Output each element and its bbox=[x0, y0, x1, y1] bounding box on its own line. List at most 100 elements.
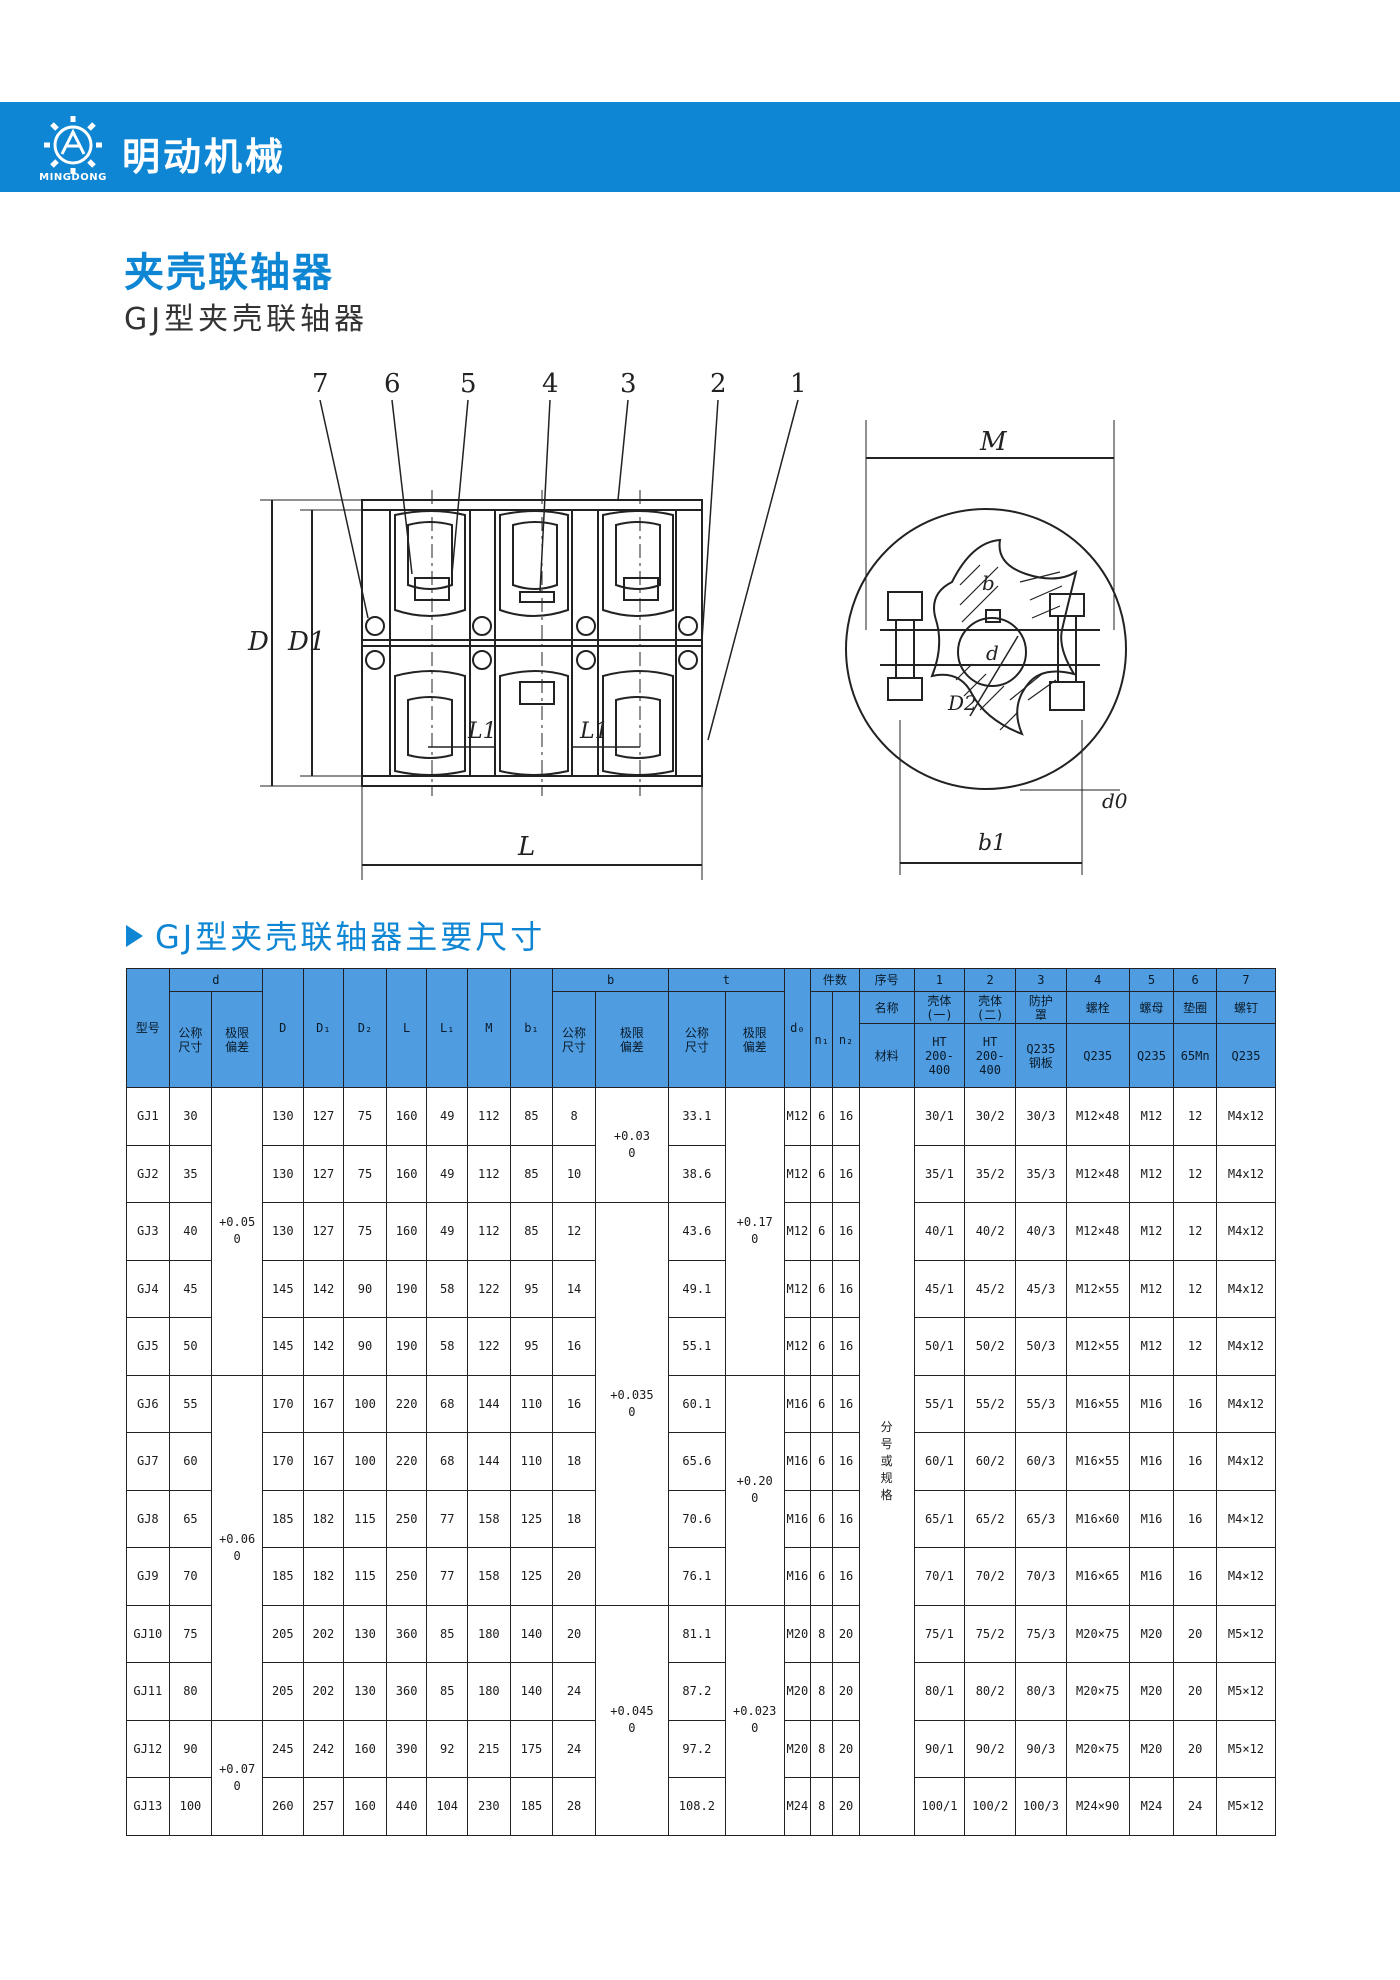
cell-d-nominal: 35 bbox=[168, 1144, 213, 1203]
header-D1: D₁ bbox=[302, 968, 345, 1088]
cell-b1: 110 bbox=[509, 1374, 554, 1433]
brand-name: 明动机械 bbox=[122, 135, 287, 179]
cell-D: 185 bbox=[262, 1489, 304, 1548]
cell-part-2: 90/2 bbox=[964, 1719, 1017, 1778]
cell-M: 158 bbox=[467, 1547, 511, 1606]
part-label-1: 1 bbox=[790, 369, 807, 399]
cell-part-5: M20 bbox=[1128, 1719, 1175, 1778]
cell-model: GJ7 bbox=[126, 1432, 170, 1491]
cell-L: 360 bbox=[385, 1604, 428, 1663]
cell-L1: 85 bbox=[426, 1662, 468, 1721]
dim-label-L: L bbox=[517, 832, 535, 862]
cell-part-4: M12×48 bbox=[1065, 1087, 1130, 1146]
cell-D2: 130 bbox=[343, 1662, 387, 1721]
cell-part-6: 24 bbox=[1173, 1777, 1217, 1836]
cell-model: GJ5 bbox=[126, 1317, 170, 1376]
cell-d-nominal: 65 bbox=[168, 1489, 213, 1548]
cell-part-7: M5×12 bbox=[1215, 1719, 1277, 1778]
cell-part-3: 90/3 bbox=[1015, 1719, 1067, 1778]
cell-b-nominal: 24 bbox=[552, 1662, 596, 1721]
cell-d0: M12 bbox=[783, 1202, 812, 1261]
cell-D1: 142 bbox=[302, 1259, 345, 1318]
cell-part-5: M16 bbox=[1128, 1432, 1175, 1491]
cell-n2: 20 bbox=[832, 1719, 860, 1778]
cell-M: 112 bbox=[467, 1144, 511, 1203]
cell-d-tolerance: +0.06 0 bbox=[211, 1374, 263, 1721]
cell-t-nominal: 55.1 bbox=[667, 1317, 726, 1376]
cell-part-2: 50/2 bbox=[964, 1317, 1017, 1376]
dimension-table: 型号 d D D₁ D₂ L L₁ M b₁ b t d₀ 件数 序号 1 2 … bbox=[126, 968, 1277, 1836]
header-name-5: 螺母 bbox=[1128, 991, 1175, 1024]
cell-d0: M12 bbox=[783, 1144, 812, 1203]
cell-part-7: M5×12 bbox=[1215, 1604, 1277, 1663]
part-label-5: 5 bbox=[460, 369, 477, 399]
header-b-tolerance: 极限 偏差 bbox=[594, 991, 669, 1088]
cell-b-tolerance: +0.035 0 bbox=[594, 1202, 669, 1606]
header-material: 材料 bbox=[858, 1023, 915, 1088]
cell-d0: M16 bbox=[783, 1374, 812, 1433]
cell-part-3: 40/3 bbox=[1015, 1202, 1067, 1261]
brand-header bbox=[0, 102, 1400, 192]
cell-model: GJ2 bbox=[126, 1144, 170, 1203]
cell-part-6: 20 bbox=[1173, 1604, 1217, 1663]
cell-model: GJ1 bbox=[126, 1087, 170, 1146]
cell-M: 215 bbox=[467, 1719, 511, 1778]
cell-D1: 257 bbox=[302, 1777, 345, 1836]
cell-part-7: M4x12 bbox=[1215, 1144, 1277, 1203]
cell-b-nominal: 20 bbox=[552, 1604, 596, 1663]
dim-label-M: M bbox=[979, 427, 1008, 457]
header-d-tolerance: 极限 偏差 bbox=[211, 991, 263, 1088]
part-label-3: 3 bbox=[620, 369, 637, 399]
cell-t-nominal: 70.6 bbox=[667, 1489, 726, 1548]
cell-b-nominal: 12 bbox=[552, 1202, 596, 1261]
cell-n2: 16 bbox=[832, 1144, 860, 1203]
cell-model: GJ9 bbox=[126, 1547, 170, 1606]
cell-part-7: M4x12 bbox=[1215, 1374, 1277, 1433]
cell-L1: 68 bbox=[426, 1374, 468, 1433]
cell-D: 170 bbox=[262, 1374, 304, 1433]
cell-D: 205 bbox=[262, 1662, 304, 1721]
cell-part-7: M5×12 bbox=[1215, 1662, 1277, 1721]
cell-M: 122 bbox=[467, 1317, 511, 1376]
cell-t-nominal: 38.6 bbox=[667, 1144, 726, 1203]
cell-L: 250 bbox=[385, 1547, 428, 1606]
cell-d0: M16 bbox=[783, 1547, 812, 1606]
cell-part-1: 35/1 bbox=[913, 1144, 966, 1203]
cell-n2: 16 bbox=[832, 1259, 860, 1318]
cell-part-3: 80/3 bbox=[1015, 1662, 1067, 1721]
cell-d0: M12 bbox=[783, 1317, 812, 1376]
cell-D: 170 bbox=[262, 1432, 304, 1491]
part-label-2: 2 bbox=[710, 369, 727, 399]
dim-label-b1: b1 bbox=[978, 831, 1006, 856]
cell-part-1: 90/1 bbox=[913, 1719, 966, 1778]
cell-b1: 140 bbox=[509, 1662, 554, 1721]
cell-part-2: 65/2 bbox=[964, 1489, 1017, 1548]
header-num-3: 3 bbox=[1015, 968, 1067, 992]
cell-part-5: M16 bbox=[1128, 1489, 1175, 1548]
cell-D2: 75 bbox=[343, 1087, 387, 1146]
cell-D: 145 bbox=[262, 1317, 304, 1376]
header-material-5: Q235 bbox=[1128, 1023, 1175, 1088]
cell-part-2: 70/2 bbox=[964, 1547, 1017, 1606]
cell-d-nominal: 75 bbox=[168, 1604, 213, 1663]
cell-part-5: M16 bbox=[1128, 1374, 1175, 1433]
cell-D1: 242 bbox=[302, 1719, 345, 1778]
cell-n1: 6 bbox=[810, 1547, 834, 1606]
cell-part-6: 12 bbox=[1173, 1317, 1217, 1376]
cell-n1: 6 bbox=[810, 1259, 834, 1318]
cell-d0: M12 bbox=[783, 1087, 812, 1146]
cell-part-4: M20×75 bbox=[1065, 1604, 1130, 1663]
header-n1: n₁ bbox=[810, 991, 834, 1088]
part-label-7: 7 bbox=[312, 369, 329, 399]
cell-n1: 6 bbox=[810, 1432, 834, 1491]
cell-part-7: M5×12 bbox=[1215, 1777, 1277, 1836]
cell-part-7: M4x12 bbox=[1215, 1432, 1277, 1491]
cell-L1: 49 bbox=[426, 1202, 468, 1261]
cell-d0: M12 bbox=[783, 1259, 812, 1318]
header-d: d bbox=[168, 968, 264, 992]
header-name: 名称 bbox=[858, 991, 915, 1024]
cell-part-5: M12 bbox=[1128, 1317, 1175, 1376]
